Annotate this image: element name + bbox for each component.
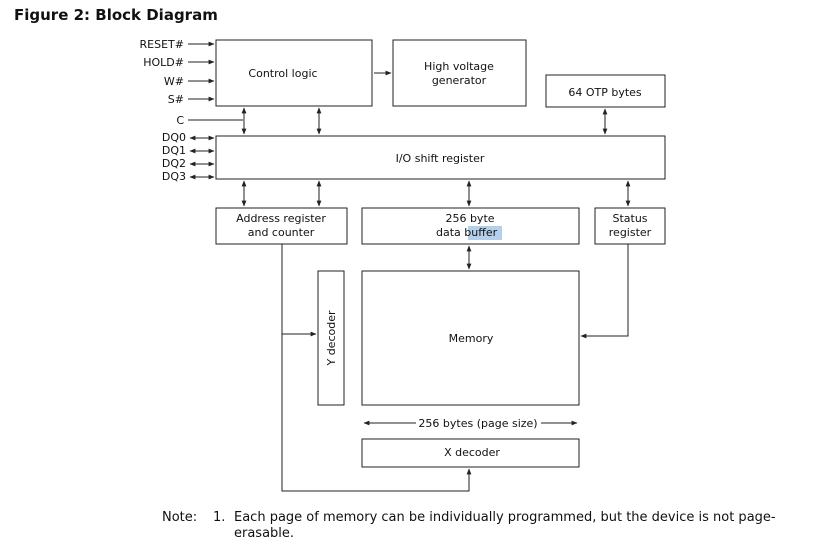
signal-s-label: S# — [168, 93, 184, 106]
status-register-label-line2: register — [609, 226, 652, 239]
otp-bytes-block — [545, 74, 666, 108]
y-decoder-block — [317, 270, 345, 406]
y-decoder-label: Y decoder — [325, 310, 338, 366]
status-register-label-line1: Status — [612, 212, 647, 225]
hv-gen-label-line1: High voltage — [424, 60, 494, 73]
io-shift-register-label: I/O shift register — [396, 152, 485, 165]
status-to-memory-connector — [580, 244, 629, 339]
status-register-block — [594, 207, 666, 245]
address-register-label-line2: and counter — [248, 226, 315, 239]
memory-block — [361, 270, 580, 406]
figure-title: Figure 2: Block Diagram — [14, 6, 218, 24]
x-decoder-label: X decoder — [444, 446, 500, 459]
signal-c-label: C — [176, 114, 184, 127]
signal-dq2-label: DQ2 — [162, 157, 186, 170]
selection-highlight — [468, 226, 502, 240]
signal-dq3-label: DQ3 — [162, 170, 186, 183]
hv-gen-label-line2: generator — [432, 74, 487, 87]
high-voltage-generator-block — [392, 39, 527, 107]
highlighted-word: buffer — [464, 226, 497, 239]
control-logic-block — [215, 39, 373, 107]
signal-dq0-label: DQ0 — [162, 131, 186, 144]
signal-dq1-label: DQ1 — [162, 144, 186, 157]
note-text: Each page of memory can be individually … — [234, 510, 776, 541]
data-buffer-label-line2: data buffer — [436, 226, 498, 239]
data-buffer-label-line1: 256 byte — [445, 212, 494, 225]
signal-hold-label: HOLD# — [143, 56, 184, 69]
control-logic-label: Control logic — [248, 67, 317, 80]
signal-w-label: W# — [164, 75, 184, 88]
address-register-block — [215, 207, 348, 245]
io-shift-register-block — [215, 135, 666, 180]
otp-bytes-label: 64 OTP bytes — [568, 86, 642, 99]
note-label: Note: — [162, 510, 198, 525]
signal-reset-label: RESET# — [140, 38, 184, 51]
address-to-x-decoder-connector — [281, 244, 472, 492]
page-size-label: 256 bytes (page size) — [418, 417, 537, 430]
memory-label: Memory — [449, 332, 494, 345]
note-number: 1. — [213, 510, 226, 525]
x-decoder-block — [361, 438, 580, 468]
address-register-label-line1: Address register — [236, 212, 326, 225]
